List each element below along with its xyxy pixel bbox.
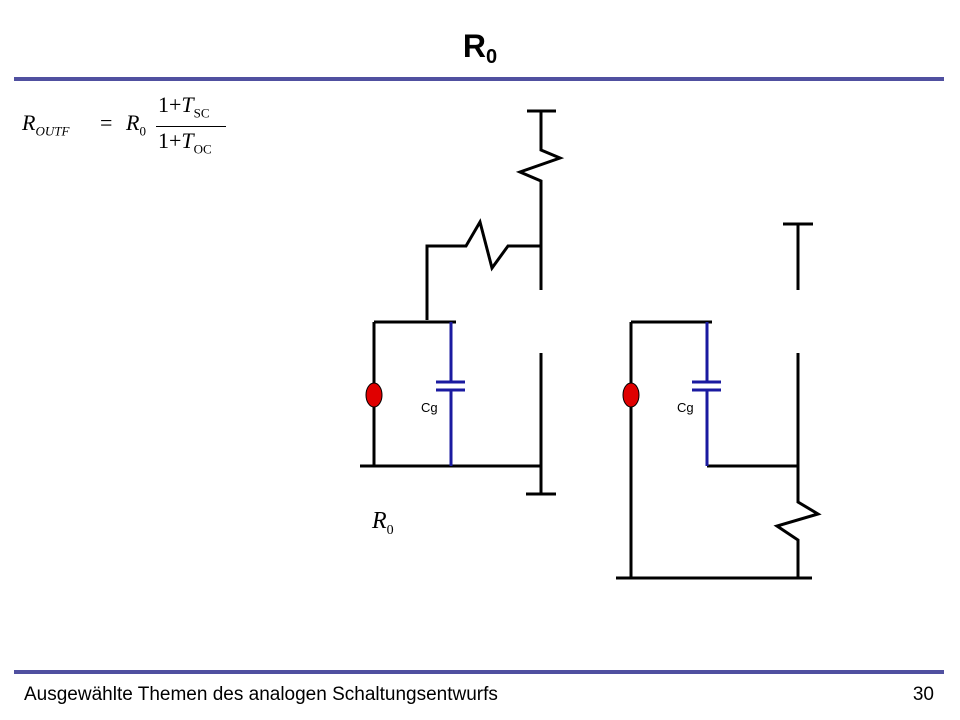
footer-title: Ausgewählte Themen des analogen Schaltun…: [24, 684, 498, 705]
right-bottom-resistor: [773, 353, 822, 578]
left-current-source: [365, 382, 383, 408]
formula-lhs: ROUTF: [22, 110, 70, 139]
formula-denominator: 1+TOC: [158, 128, 212, 157]
top-divider: [14, 77, 944, 81]
title-subscript: 0: [485, 46, 498, 68]
output-resistance-formula: ROUTF = R0 1+TSC 1+TOC: [22, 92, 226, 162]
right-circuit: [616, 222, 822, 580]
page-number: 30: [912, 684, 934, 705]
left-cap-label: Cg: [421, 400, 438, 415]
right-capacitor: [692, 322, 721, 466]
left-top-resistor: [515, 111, 565, 290]
fraction-bar: [156, 126, 226, 127]
bottom-divider: [14, 670, 944, 674]
left-capacitor: [436, 322, 465, 466]
formula-numerator: 1+TSC: [158, 92, 210, 121]
left-circuit: [360, 109, 565, 496]
formula-equals: =: [100, 110, 113, 135]
right-cap-label: Cg: [677, 400, 694, 415]
left-feedback-resistor: [425, 218, 541, 320]
slide-title: R0: [0, 28, 960, 68]
formula-r0: R0: [126, 110, 146, 139]
title-main: R: [462, 28, 486, 64]
r0-label: R0: [372, 508, 394, 538]
right-current-source: [622, 382, 640, 408]
